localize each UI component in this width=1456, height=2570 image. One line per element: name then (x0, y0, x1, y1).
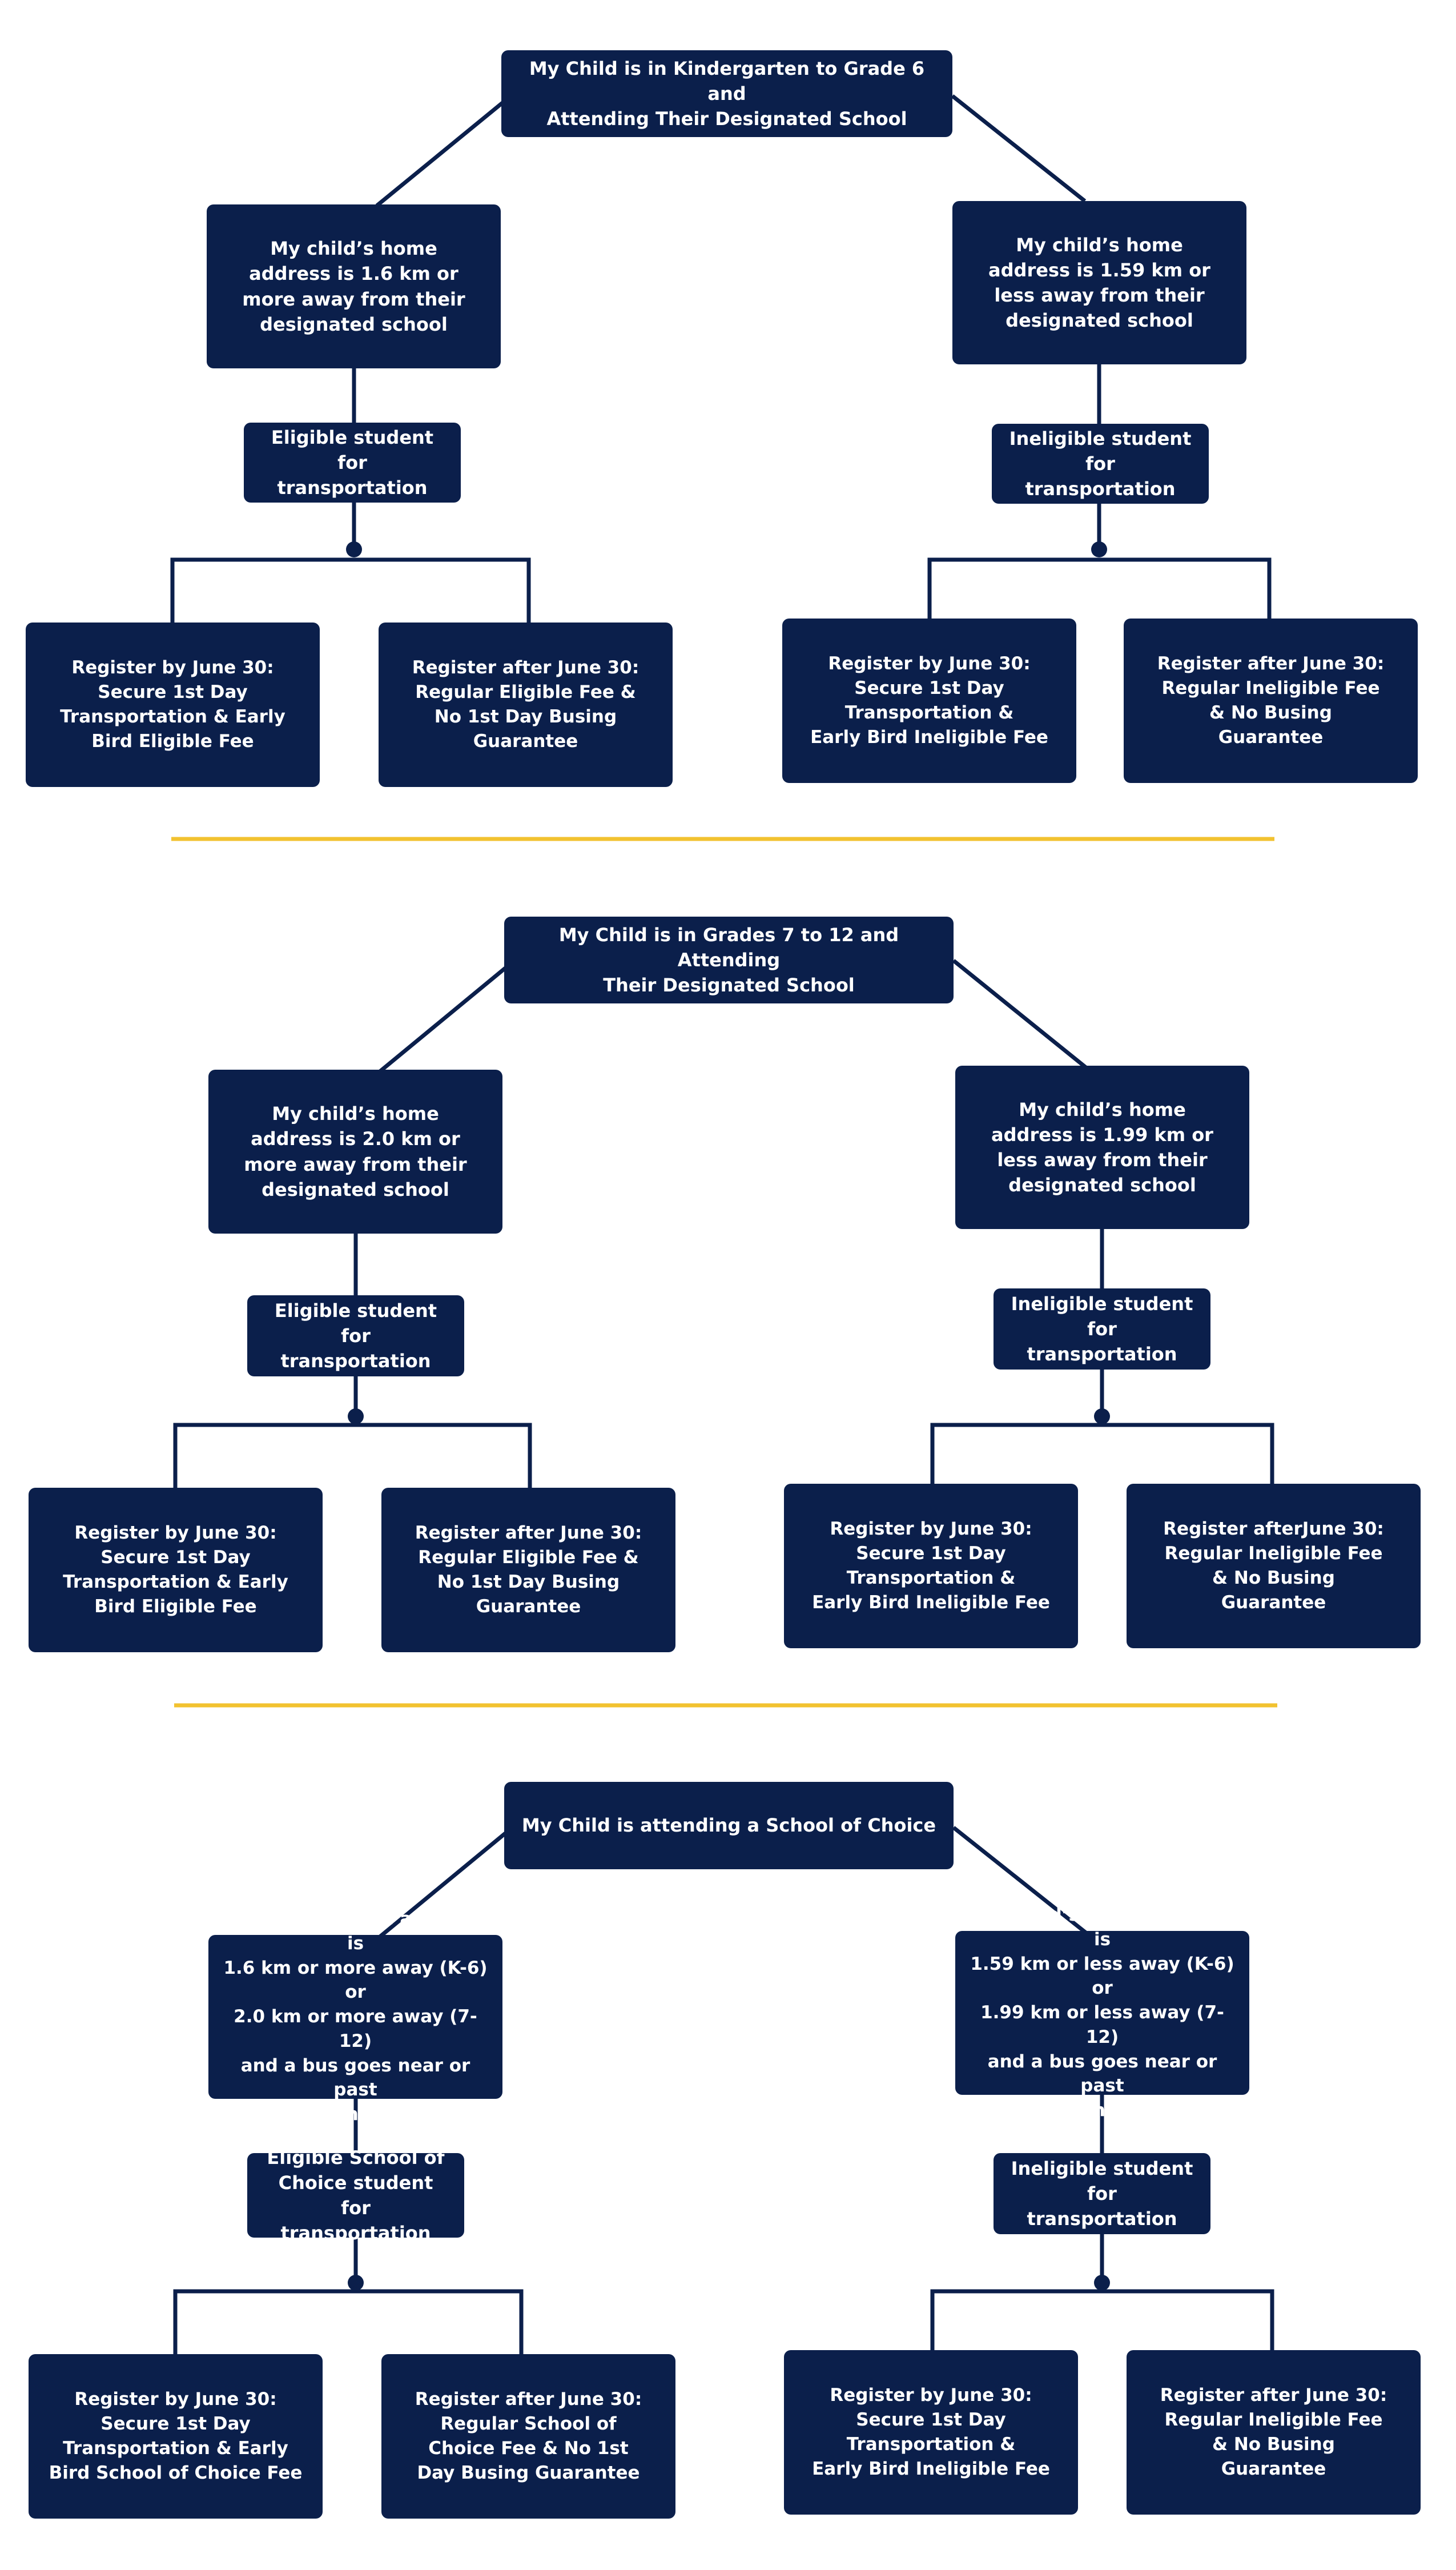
section-2-right-option-late-box: Register afterJune 30: Regular Ineligibl… (1127, 1484, 1421, 1648)
right-junction-dot (1091, 541, 1107, 557)
status-label: Ineligible student for transportation (1011, 2157, 1193, 2230)
section-1-connectors (170, 94, 1272, 624)
status-label: Ineligible student for transportation (1011, 1292, 1193, 1366)
section-2-left-status-box: Eligible student for transportation (247, 1295, 464, 1376)
left-branch-bracket (170, 557, 531, 624)
right-junction-dot (1094, 2275, 1110, 2291)
section-2-right-option-early-box: Register by June 30: Secure 1st Day Tran… (784, 1484, 1078, 1648)
option-label: Register after June 30: Regular Eligible… (415, 1523, 642, 1617)
section-1-left-option-late-box: Register after June 30: Regular Eligible… (379, 623, 673, 787)
right-branch-bracket (930, 1423, 1274, 1485)
section-2-root-box: My Child is in Grades 7 to 12 and Attend… (504, 917, 954, 1003)
condition-label: My child’s home address is 1.6 km or mor… (223, 1909, 488, 2125)
option-label: Register after June 30: Regular School o… (415, 2389, 642, 2483)
section-3-left-option-early-box: Register by June 30: Secure 1st Day Tran… (29, 2354, 323, 2519)
section-3-root-box: My Child is attending a School of Choice (504, 1782, 954, 1869)
option-label: Register after June 30: Regular Eligible… (412, 657, 639, 752)
section-1-right-option-early-box: Register by June 30: Secure 1st Day Tran… (782, 619, 1076, 783)
section-1-left-option-early-box: Register by June 30: Secure 1st Day Tran… (26, 623, 320, 787)
option-label: Register after June 30: Regular Ineligib… (1160, 2385, 1387, 2479)
right-branch-bracket (930, 2289, 1274, 2352)
root-to-right-connector (952, 959, 1088, 1070)
option-label: Register afterJune 30: Regular Ineligibl… (1163, 1519, 1384, 1613)
status-label: Ineligible student for transportation (1009, 427, 1192, 500)
left-junction-dot (348, 2275, 364, 2291)
section-1-right-status-box: Ineligible student for transportation (992, 424, 1209, 504)
left-branch-bracket (173, 1423, 532, 1489)
root-to-left-connector (375, 101, 504, 207)
option-label: Register by June 30: Secure 1st Day Tran… (810, 653, 1048, 748)
condition-label: My child’s home address is 2.0 km or mor… (244, 1103, 467, 1200)
status-label: Eligible student for transportation (274, 1299, 437, 1372)
section-1-root-box: My Child is in Kindergarten to Grade 6 a… (501, 50, 952, 137)
section-2-left-option-late-box: Register after June 30: Regular Eligible… (381, 1488, 675, 1652)
section-2-left-option-early-box: Register by June 30: Secure 1st Day Tran… (29, 1488, 323, 1652)
left-branch-bracket (173, 2289, 524, 2356)
root-to-right-connector (951, 94, 1087, 203)
section-2-left-condition-box: My child’s home address is 2.0 km or mor… (208, 1070, 502, 1234)
root-label: My Child is in Kindergarten to Grade 6 a… (529, 57, 925, 130)
root-label: My Child is in Grades 7 to 12 and Attend… (558, 923, 899, 997)
option-label: Register by June 30: Secure 1st Day Tran… (49, 2389, 303, 2483)
option-label: Register by June 30: Secure 1st Day Tran… (812, 1519, 1050, 1613)
section-1-right-condition-box: My child’s home address is 1.59 km or le… (952, 201, 1246, 364)
right-branch-bracket (927, 557, 1272, 620)
condition-label: My child’s home address is 1.59 km or le… (970, 1905, 1234, 2121)
status-label: Eligible student for transportation (271, 426, 434, 499)
section-1-left-status-box: Eligible student for transportation (244, 423, 461, 503)
section-1-left-condition-box: My child’s home address is 1.6 km or mor… (207, 204, 501, 368)
root-label: My Child is attending a School of Choice (521, 1814, 936, 1837)
section-2-right-condition-box: My child’s home address is 1.99 km or le… (955, 1066, 1249, 1229)
section-3-right-status-box: Ineligible student for transportation (994, 2153, 1210, 2234)
condition-label: My child’s home address is 1.99 km or le… (991, 1098, 1213, 1196)
section-2-right-status-box: Ineligible student for transportation (994, 1288, 1210, 1370)
status-label: Eligible School of Choice student for tr… (267, 2146, 445, 2244)
section-3-left-status-box: Eligible School of Choice student for tr… (247, 2147, 464, 2244)
left-junction-dot (348, 1408, 364, 1424)
root-to-left-connector (377, 966, 507, 1074)
section-3-connectors (173, 1826, 1274, 2356)
condition-label: My child’s home address is 1.59 km or le… (988, 234, 1210, 332)
left-junction-dot (346, 541, 362, 557)
option-label: Register by June 30: Secure 1st Day Tran… (812, 2385, 1050, 2479)
section-3-right-condition-box: My child’s home address is 1.59 km or le… (955, 1905, 1249, 2121)
option-label: Register after June 30: Regular Ineligib… (1157, 653, 1385, 748)
right-junction-dot (1094, 1408, 1110, 1424)
section-3-left-option-late-box: Register after June 30: Regular School o… (381, 2354, 675, 2519)
root-to-left-connector (377, 1832, 507, 1939)
section-1-right-option-late-box: Register after June 30: Regular Ineligib… (1124, 619, 1418, 783)
option-label: Register by June 30: Secure 1st Day Tran… (60, 657, 285, 752)
section-3-left-condition-box: My child’s home address is 1.6 km or mor… (208, 1909, 502, 2125)
section-3-right-option-late-box: Register after June 30: Regular Ineligib… (1127, 2350, 1421, 2515)
option-label: Register by June 30: Secure 1st Day Tran… (63, 1523, 288, 1617)
section-3-right-option-early-box: Register by June 30: Secure 1st Day Tran… (784, 2350, 1078, 2515)
condition-label: My child’s home address is 1.6 km or mor… (242, 238, 465, 335)
root-to-right-connector (952, 1826, 1088, 1935)
